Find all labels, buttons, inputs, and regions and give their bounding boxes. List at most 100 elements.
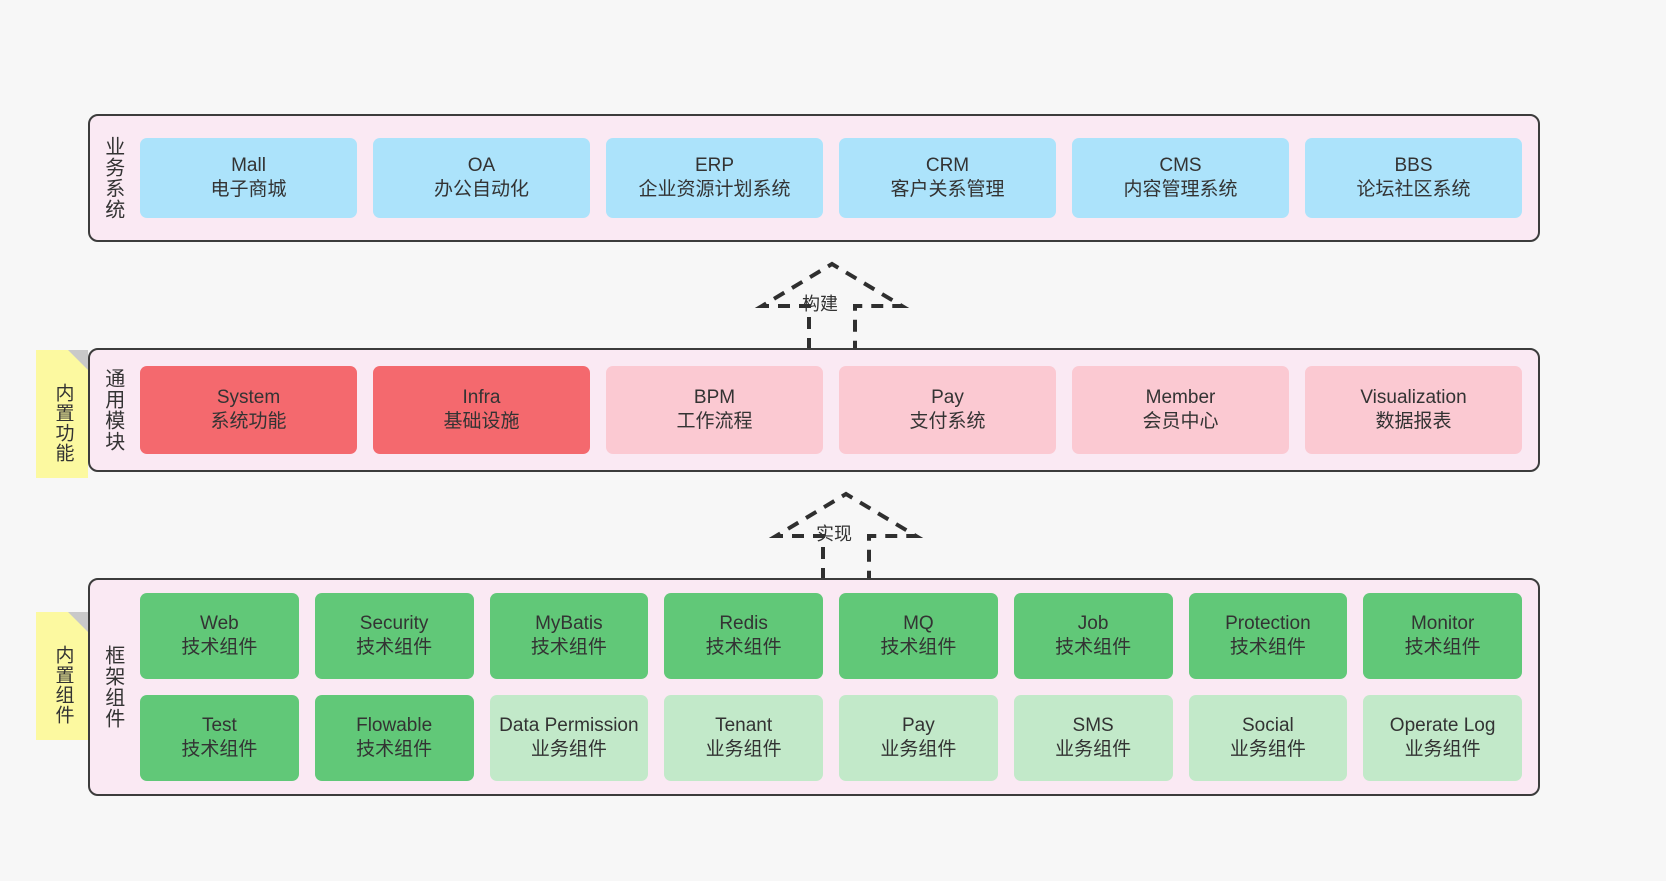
card-title-en: Infra (462, 386, 501, 408)
card-title-cn: 企业资源计划系统 (638, 179, 791, 200)
card-title-en: MyBatis (535, 612, 603, 634)
layer-title-business-systems: 业务系统 (101, 136, 124, 220)
card-title-en: Test (201, 714, 237, 736)
card-title-cn: 技术组件 (1055, 637, 1132, 658)
card-crm[interactable]: CRM 客户关系管理 (839, 138, 1056, 218)
card-operate-log[interactable]: Operate Log 业务组件 (1363, 695, 1522, 781)
card-title-en: CRM (925, 154, 970, 176)
card-title-cn: 技术组件 (1404, 637, 1481, 658)
layer-body-business-systems: Mall 电子商城 OA 办公自动化 ERP 企业资源计划系统 CRM 客户关系… (134, 116, 1538, 240)
card-mall[interactable]: Mall 电子商城 (140, 138, 357, 218)
card-title-cn: 电子商城 (210, 179, 287, 200)
card-erp[interactable]: ERP 企业资源计划系统 (606, 138, 823, 218)
card-oa[interactable]: OA 办公自动化 (373, 138, 590, 218)
card-title-cn: 支付系统 (909, 411, 986, 432)
card-title-en: Flowable (356, 714, 433, 736)
card-mybatis[interactable]: MyBatis 技术组件 (489, 593, 649, 679)
card-title-en: Protection (1225, 612, 1311, 634)
note-fold-corner-icon (68, 350, 88, 370)
card-pay-component[interactable]: Pay 业务组件 (839, 695, 998, 781)
card-title-cn: 技术组件 (181, 739, 258, 760)
card-title-cn: 工作流程 (676, 411, 753, 432)
card-social[interactable]: Social 业务组件 (1188, 695, 1348, 781)
layer-business-systems: 业务系统 Mall 电子商城 OA 办公自动化 ERP 企业资源计划系统 CRM… (88, 114, 1540, 242)
card-title-en: BPM (693, 386, 736, 408)
layer-title-framework-components: 框架组件 (101, 645, 124, 729)
card-tenant[interactable]: Tenant 业务组件 (664, 695, 823, 781)
card-test[interactable]: Test 技术组件 (140, 695, 299, 781)
layer-title-common-modules: 通用模块 (101, 368, 124, 452)
note-builtin-features: 内置功能 (36, 350, 88, 478)
card-title-cn: 业务组件 (530, 739, 607, 760)
card-title-cn: 技术组件 (530, 637, 607, 658)
card-title-en: Visualization (1360, 386, 1467, 408)
card-title-cn: 内容管理系统 (1123, 179, 1238, 200)
card-mq[interactable]: MQ 技术组件 (839, 593, 998, 679)
card-row: Mall 电子商城 OA 办公自动化 ERP 企业资源计划系统 CRM 客户关系… (140, 138, 1522, 218)
card-title-en: Security (359, 612, 429, 634)
card-title-cn: 技术组件 (181, 637, 258, 658)
card-title-cn: 技术组件 (880, 637, 957, 658)
card-title-en: ERP (694, 154, 735, 176)
card-title-cn: 技术组件 (356, 637, 433, 658)
card-title-en: BBS (1394, 154, 1433, 176)
layer-common-modules: 通用模块 System 系统功能 Infra 基础设施 BPM 工作流程 Pay… (88, 348, 1540, 472)
card-title-cn: 数据报表 (1375, 411, 1452, 432)
card-title-cn: 业务组件 (1055, 739, 1132, 760)
card-redis[interactable]: Redis 技术组件 (664, 593, 823, 679)
card-row-business: Test 技术组件 Flowable 技术组件 Data Permission … (140, 695, 1522, 781)
card-web[interactable]: Web 技术组件 (140, 593, 299, 679)
card-sms[interactable]: SMS 业务组件 (1013, 695, 1173, 781)
connector-build-arrow (754, 261, 910, 350)
card-title-en: Pay (931, 386, 964, 408)
card-pay-module[interactable]: Pay 支付系统 (839, 366, 1056, 454)
card-title-cn: 业务组件 (1229, 739, 1306, 760)
card-title-cn: 系统功能 (210, 411, 287, 432)
card-job[interactable]: Job 技术组件 (1013, 593, 1173, 679)
card-bpm[interactable]: BPM 工作流程 (606, 366, 823, 454)
card-title-en: Operate Log (1389, 714, 1496, 736)
card-infra[interactable]: Infra 基础设施 (373, 366, 590, 454)
connector-implement-label: 实现 (816, 524, 852, 544)
card-row: System 系统功能 Infra 基础设施 BPM 工作流程 Pay 支付系统… (140, 366, 1522, 454)
card-title-cn: 论坛社区系统 (1356, 179, 1471, 200)
card-title-en: Mall (231, 154, 266, 176)
card-system[interactable]: System 系统功能 (140, 366, 357, 454)
card-member[interactable]: Member 会员中心 (1072, 366, 1289, 454)
connector-implement: 实现 (766, 488, 926, 580)
card-cms[interactable]: CMS 内容管理系统 (1072, 138, 1289, 218)
note-label: 内置功能 (52, 383, 74, 463)
card-title-en: Monitor (1410, 612, 1475, 634)
card-title-cn: 办公自动化 (433, 179, 529, 200)
layer-body-common-modules: System 系统功能 Infra 基础设施 BPM 工作流程 Pay 支付系统… (134, 350, 1538, 470)
connector-implement-arrow (768, 491, 924, 580)
card-title-en: System (216, 386, 281, 408)
card-title-cn: 业务组件 (705, 739, 782, 760)
card-title-en: Pay (902, 714, 935, 736)
card-security[interactable]: Security 技术组件 (314, 593, 474, 679)
card-title-en: Member (1145, 386, 1216, 408)
card-title-en: Tenant (715, 714, 773, 736)
card-bbs[interactable]: BBS 论坛社区系统 (1305, 138, 1522, 218)
card-data-permission[interactable]: Data Permission 业务组件 (489, 695, 649, 781)
card-row-technical: Web 技术组件 Security 技术组件 MyBatis 技术组件 Redi… (140, 593, 1522, 679)
card-monitor[interactable]: Monitor 技术组件 (1363, 593, 1522, 679)
card-title-en: Social (1242, 714, 1294, 736)
connector-build: 构建 (752, 258, 912, 350)
card-title-cn: 客户关系管理 (890, 179, 1005, 200)
note-fold-corner-icon (68, 612, 88, 632)
card-protection[interactable]: Protection 技术组件 (1188, 593, 1348, 679)
note-label: 内置组件 (52, 645, 74, 725)
card-title-en: Redis (719, 612, 768, 634)
card-title-cn: 技术组件 (1229, 637, 1306, 658)
layer-framework-components: 框架组件 Web 技术组件 Security 技术组件 MyBatis 技术组件… (88, 578, 1540, 796)
card-title-en: Web (200, 612, 239, 634)
card-title-en: CMS (1159, 154, 1202, 176)
card-title-en: SMS (1072, 714, 1114, 736)
note-builtin-components: 内置组件 (36, 612, 88, 740)
card-visualization[interactable]: Visualization 数据报表 (1305, 366, 1522, 454)
card-title-en: Data Permission (499, 714, 639, 736)
card-title-en: MQ (903, 612, 934, 634)
card-flowable[interactable]: Flowable 技术组件 (314, 695, 474, 781)
